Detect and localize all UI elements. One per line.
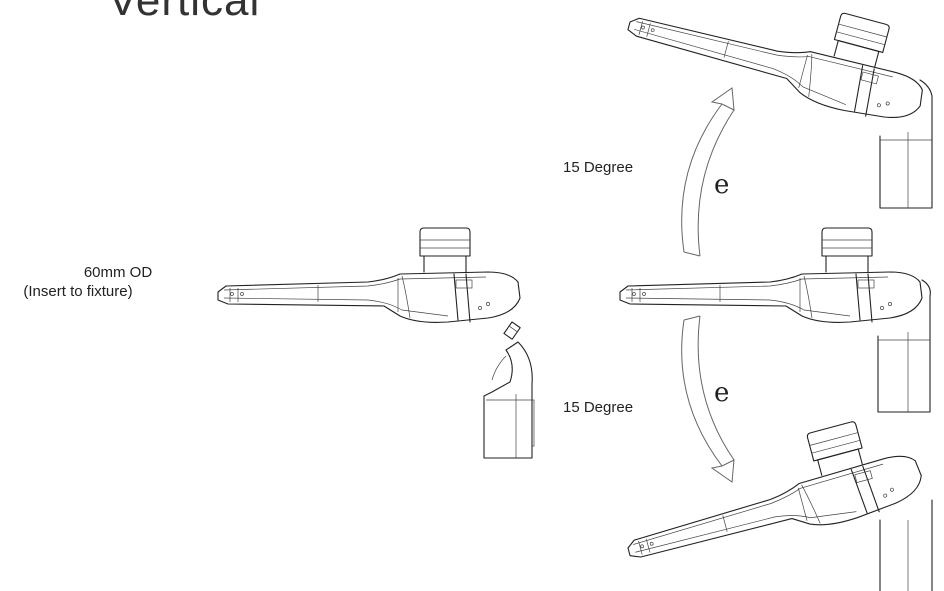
level-pole-adapter (877, 279, 931, 413)
tilt-up-arrow (681, 87, 735, 257)
tilt-up-angle-label: 15 Degree (563, 159, 634, 176)
mount-label-line2: (Insert to fixture) (23, 283, 133, 300)
tilt-down-angle-label: 15 Degree (563, 399, 634, 416)
exploded-fixture (217, 227, 521, 323)
tilt-down-symbol: e (714, 378, 730, 408)
tilt-up-symbol: e (714, 170, 730, 200)
exploded-pole-adapter (483, 341, 535, 459)
tilt-down-arrow (681, 315, 735, 483)
fixing-bolt (503, 321, 521, 340)
tilt-up-fixture (621, 0, 939, 131)
heading-title: Vertical (108, 0, 261, 25)
mount-label-line1: 60mm OD (83, 264, 153, 281)
level-fixture (619, 227, 923, 323)
tilt-down-pole-adapter (879, 499, 933, 591)
tilt-up-pole-adapter (879, 79, 933, 209)
